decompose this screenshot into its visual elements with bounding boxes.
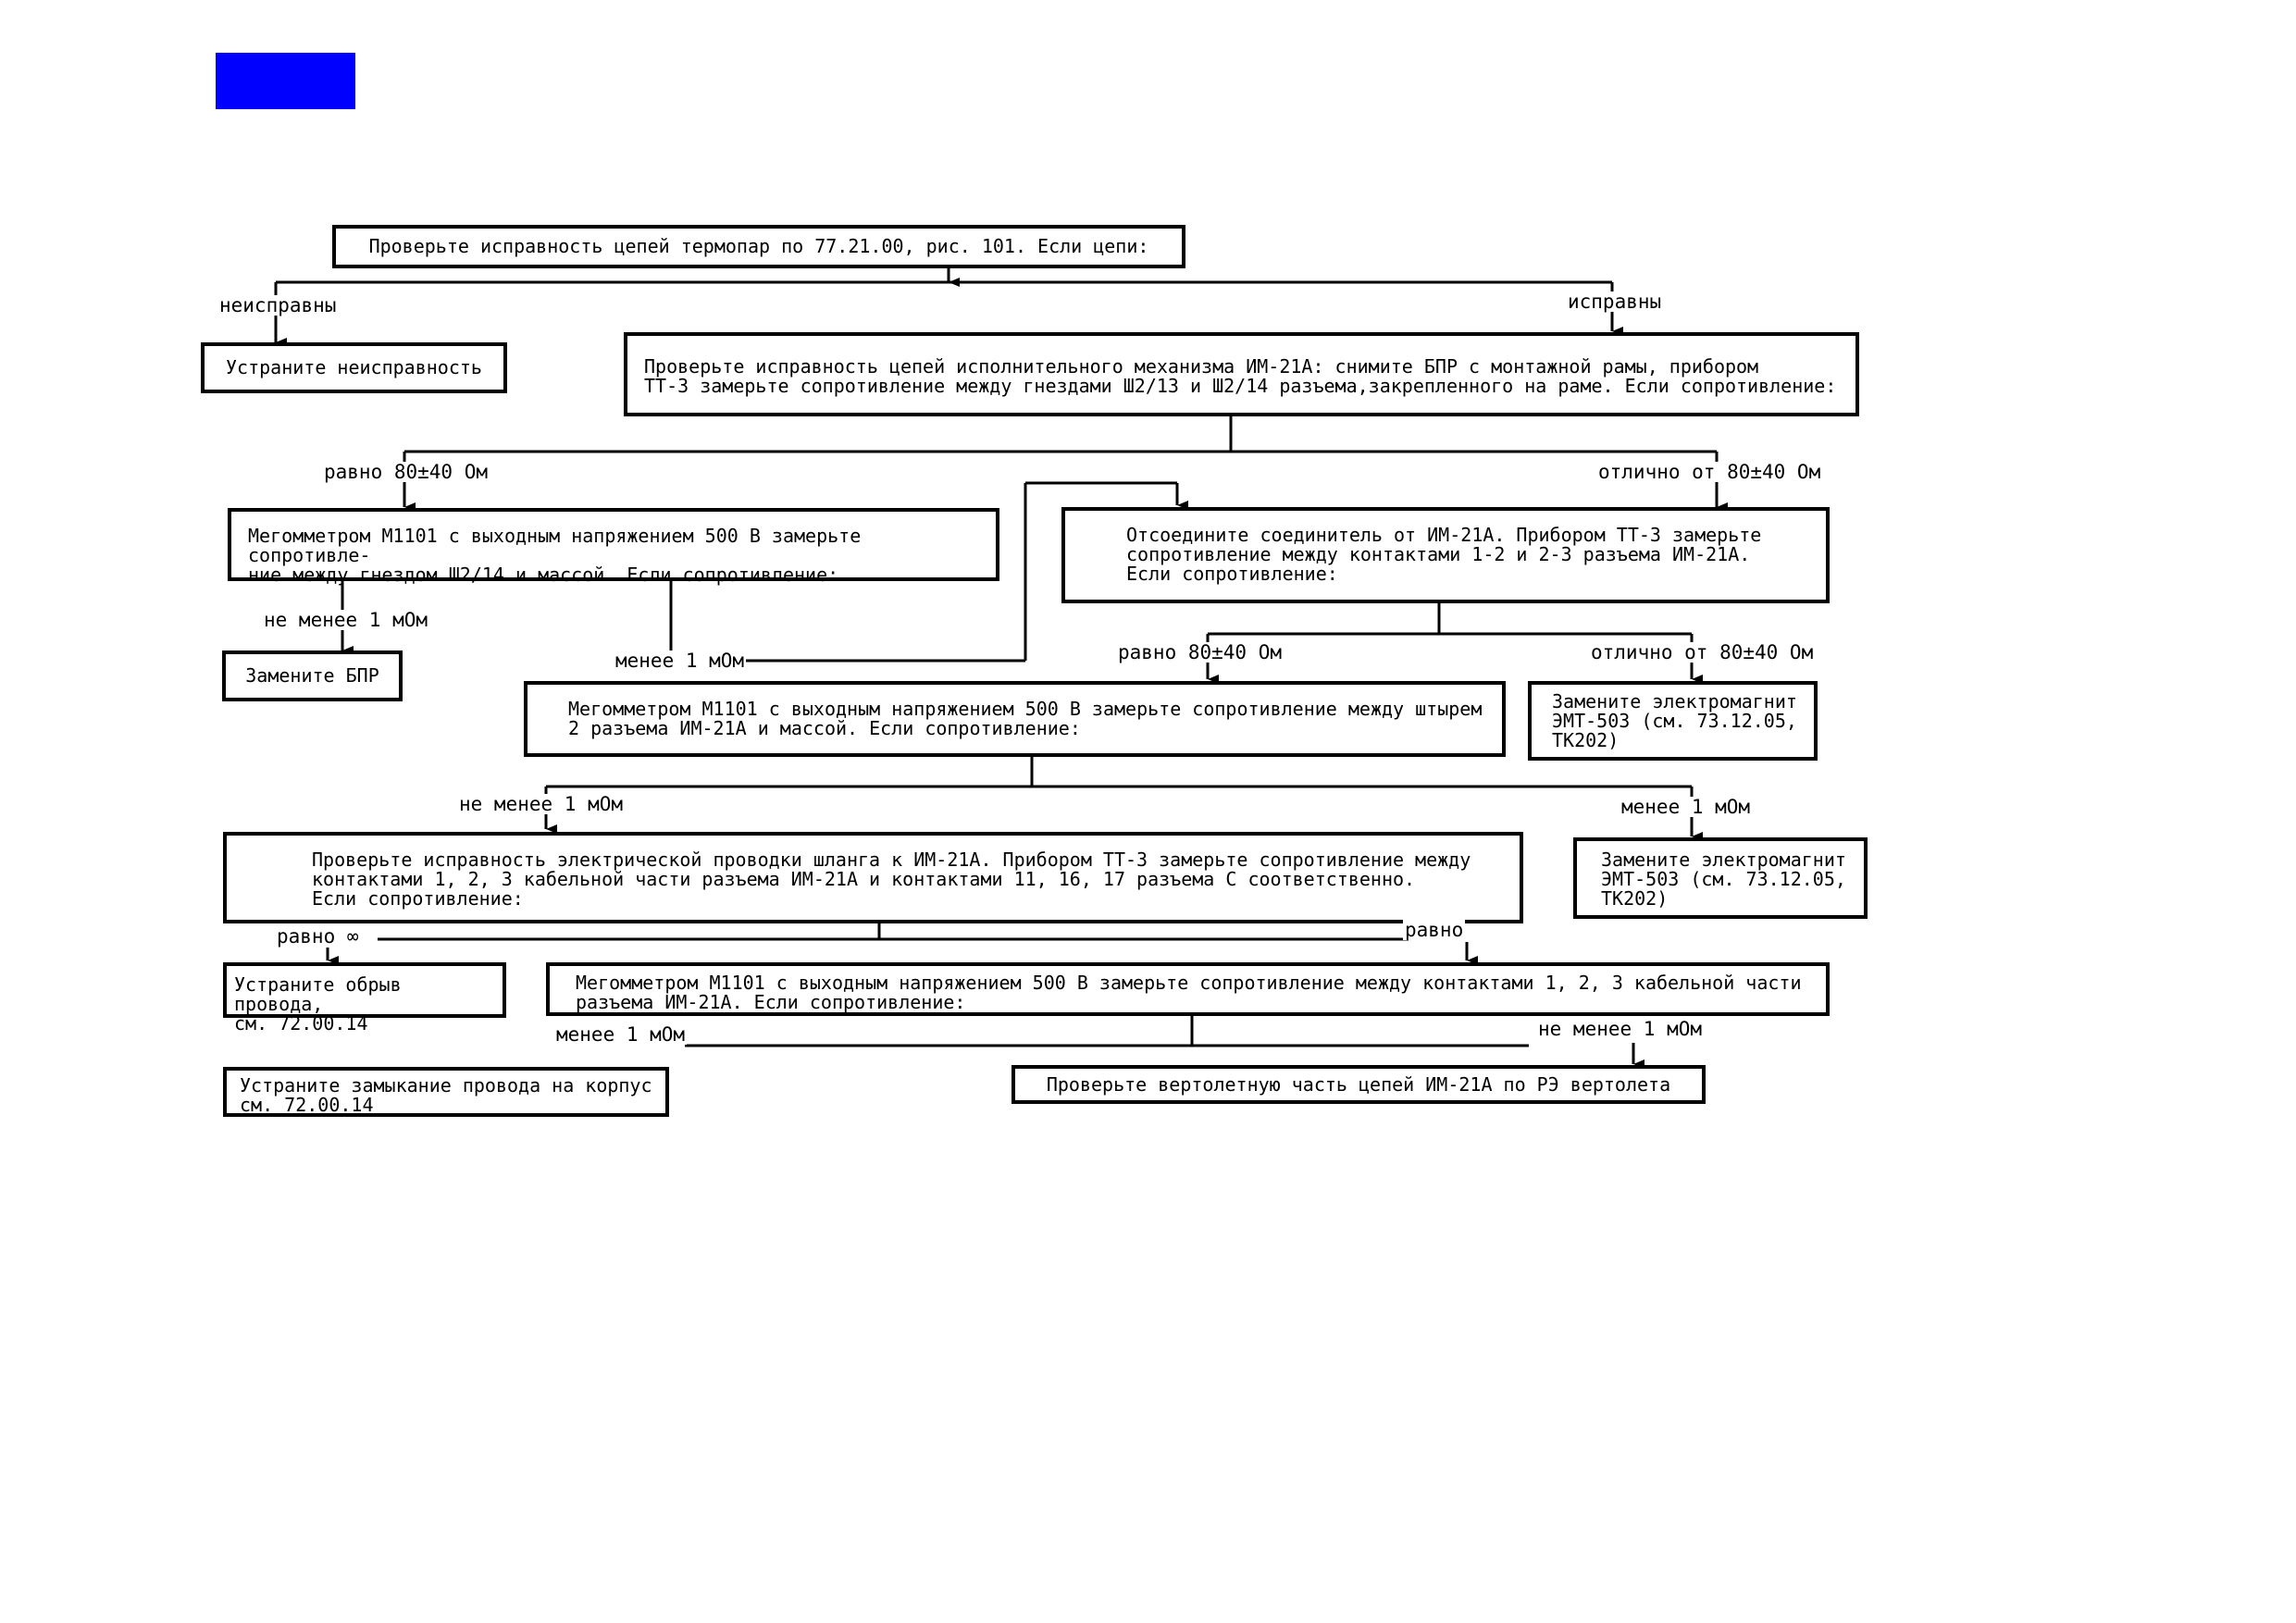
action-replace-electromagnet-1: Замените электромагнит ЭМТ-503 (см. 73.1… xyxy=(1528,681,1818,761)
label-less-1-mohm-1: менее 1 мОм xyxy=(614,650,747,672)
action-replace-electromagnet-2: Замените электромагнит ЭМТ-503 (см. 73.1… xyxy=(1573,837,1868,919)
label-equal-infinity: равно ∞ xyxy=(275,925,361,948)
label-less-1-mohm-2: менее 1 мОм xyxy=(1620,796,1753,818)
label-faulty: неисправны xyxy=(217,294,339,316)
label-less-1-mohm-3: менее 1 мОм xyxy=(554,1023,688,1046)
action-replace-bpr: Замените БПР xyxy=(222,650,403,701)
label-not-less-1-mohm-3: не менее 1 мОм xyxy=(1536,1018,1705,1040)
action-fix-short-to-ground: Устраните замыкание провода на корпус см… xyxy=(223,1067,669,1117)
step-check-thermocouple-circuits: Проверьте исправность цепей термопар по … xyxy=(332,225,1185,268)
action-fix-fault: Устраните неисправность xyxy=(201,342,507,393)
step-check-actuator-circuits: Проверьте исправность цепей исполнительн… xyxy=(624,332,1859,416)
label-different-80-40-ohm-2: отлично от 80±40 Ом xyxy=(1589,641,1816,663)
step-check-helicopter-circuits: Проверьте вертолетную часть цепей ИМ-21А… xyxy=(1011,1065,1706,1104)
label-equal-80-40-ohm-2: равно 80±40 Ом xyxy=(1116,641,1285,663)
label-equal-zero: равно xyxy=(1403,919,1466,941)
step-megohmmeter-pin2-to-ground: Мегомметром М1101 с выходным напряжением… xyxy=(524,681,1506,757)
step-disconnect-connector: Отсоедините соединитель от ИМ-21А. Прибо… xyxy=(1061,507,1830,603)
step-megohmmeter-socket-to-ground: Мегомметром М1101 с выходным напряжением… xyxy=(228,508,999,585)
step-megohmmeter-cable-contacts: Мегомметром М1101 с выходным напряжением… xyxy=(546,962,1830,1016)
action-fix-wire-break: Устраните обрыв провода, см. 72.00.14 xyxy=(223,962,506,1034)
label-not-less-1-mohm-2: не менее 1 мОм xyxy=(457,793,626,815)
label-equal-80-40-ohm-1: равно 80±40 Ом xyxy=(322,461,490,483)
label-not-less-1-mohm-1: не менее 1 мОм xyxy=(262,609,430,631)
blue-corner-mark xyxy=(216,53,355,109)
label-different-80-40-ohm-1: отлично от 80±40 Ом xyxy=(1596,461,1823,483)
label-ok: исправны xyxy=(1566,291,1664,313)
step-check-hose-wiring: Проверьте исправность электрической пров… xyxy=(223,832,1523,923)
